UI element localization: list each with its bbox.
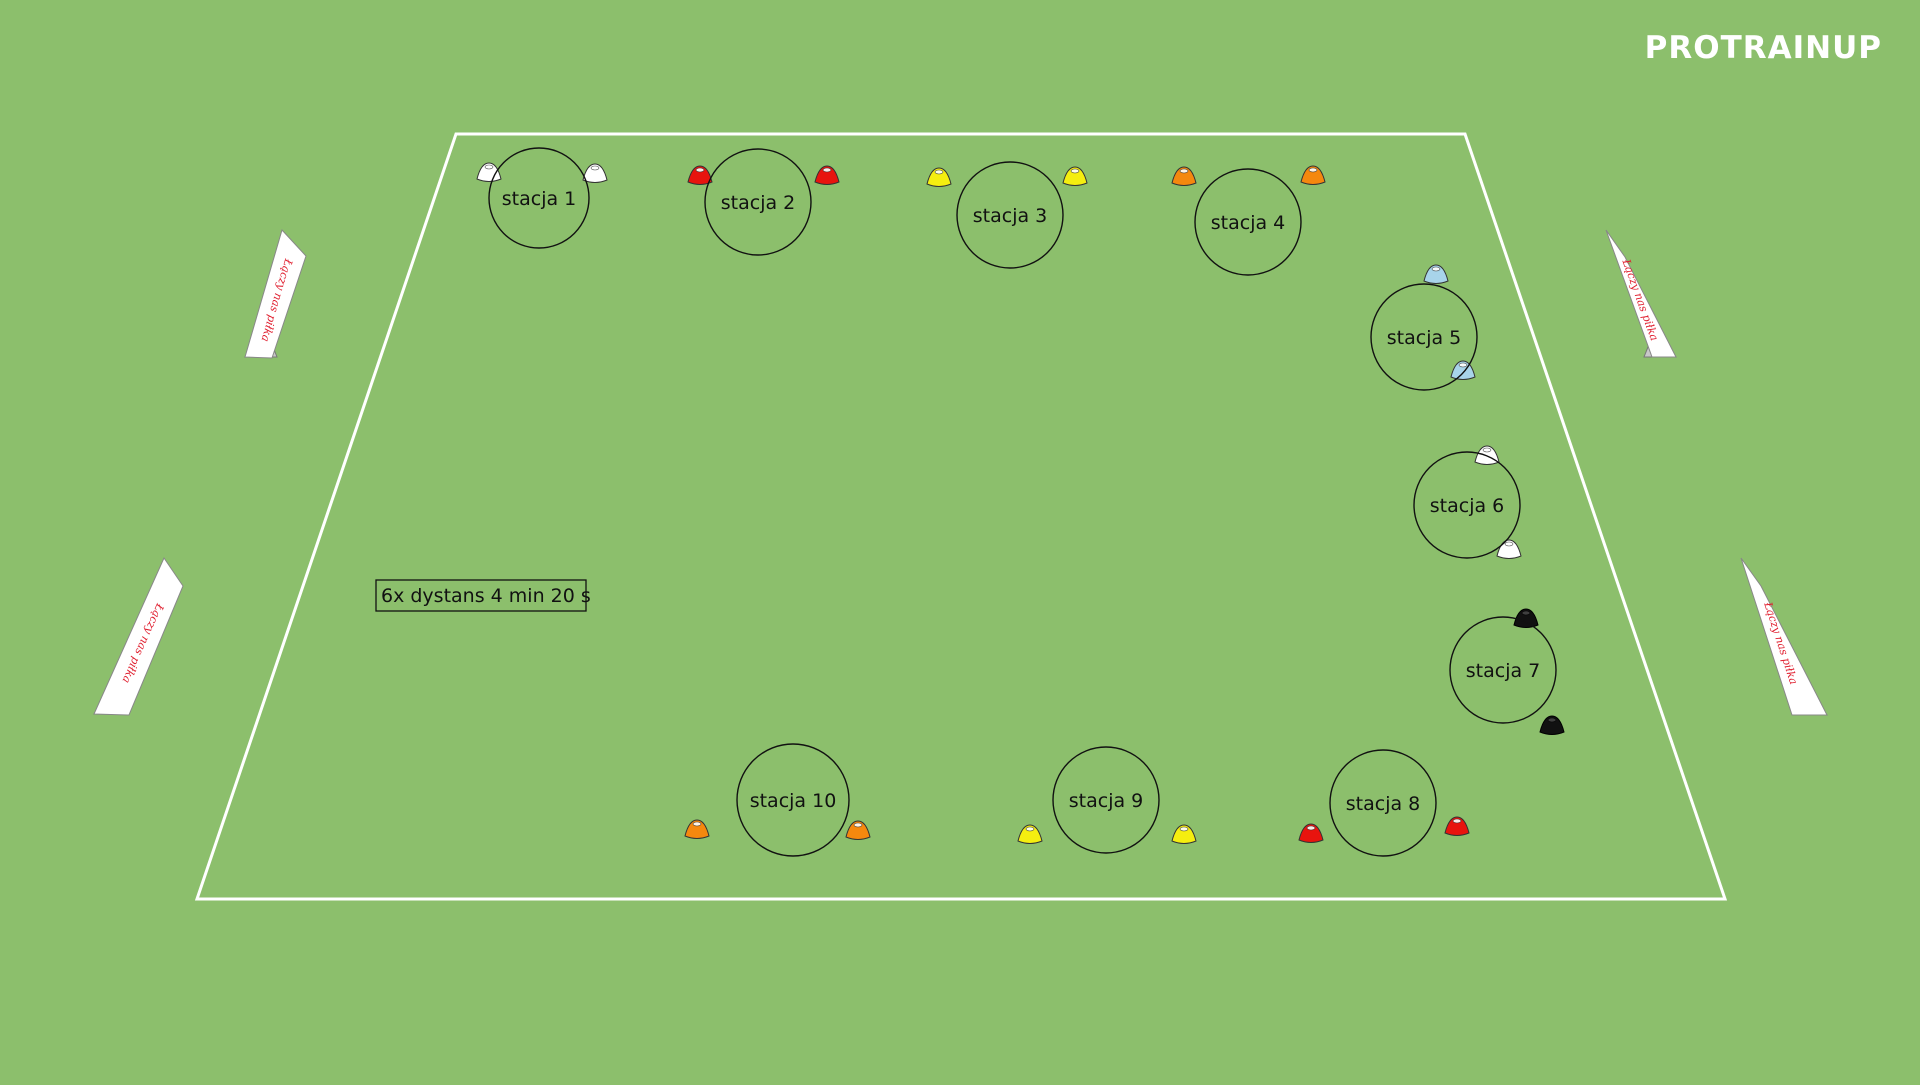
cone-icon — [1017, 824, 1043, 844]
cone-icon — [1298, 823, 1324, 843]
station-circle — [1413, 451, 1521, 559]
station-label: stacja 4 — [1211, 212, 1286, 234]
station-label: stacja 6 — [1430, 495, 1505, 517]
station-circle — [1449, 616, 1557, 724]
cone-icon — [814, 165, 840, 185]
station-label: stacja 10 — [750, 790, 837, 812]
station-circle — [1194, 168, 1302, 276]
station-3: stacja 3 — [956, 161, 1064, 269]
stations-layer: stacja 1 stacja 2 stacja 3 stacja 4 stacja 5… — [488, 147, 1557, 857]
cone-icon — [684, 819, 710, 839]
brand-logo: PROTRAINUP — [1644, 30, 1882, 66]
station-label: stacja 2 — [721, 192, 796, 214]
station-label: stacja 8 — [1346, 793, 1421, 815]
station-10: stacja 10 — [736, 743, 850, 857]
station-6: stacja 6 — [1413, 451, 1521, 559]
station-circle — [488, 147, 590, 249]
station-circle — [1370, 283, 1478, 391]
station-label: stacja 5 — [1387, 327, 1462, 349]
cone-icon — [1450, 360, 1476, 380]
banner-4: Łączy nas piłka — [1740, 557, 1828, 716]
cone-icon — [1062, 166, 1088, 186]
station-7: stacja 7 — [1449, 616, 1557, 724]
cone-icon — [1171, 166, 1197, 186]
banner-2: Łączy nas piłka — [93, 556, 184, 716]
station-1: stacja 1 — [488, 147, 590, 249]
cone-icon — [1300, 165, 1326, 185]
distance-note-text: 6x dystans 4 min 20 s — [381, 585, 591, 607]
station-8: stacja 8 — [1329, 749, 1437, 857]
station-9: stacja 9 — [1052, 746, 1160, 854]
cones-layer — [476, 162, 1565, 844]
cone-icon — [1539, 715, 1565, 735]
distance-note-box — [375, 579, 587, 612]
banner-3: Łączy nas piłka — [1605, 229, 1677, 358]
station-5: stacja 5 — [1370, 283, 1478, 391]
cone-icon — [1171, 824, 1197, 844]
pitch-boundary — [194, 132, 1728, 901]
cone-icon — [1444, 816, 1470, 836]
station-2: stacja 2 — [704, 148, 812, 256]
station-4: stacja 4 — [1194, 168, 1302, 276]
banner-1: Łączy nas piłka — [244, 229, 307, 359]
banner-text: Łączy nas piłka — [1619, 257, 1661, 343]
cone-icon — [687, 165, 713, 185]
station-circle — [956, 161, 1064, 269]
station-label: stacja 9 — [1069, 790, 1144, 812]
station-label: stacja 1 — [502, 188, 577, 210]
cone-icon — [1423, 264, 1449, 284]
distance-note: 6x dystans 4 min 20 s — [375, 579, 591, 612]
station-circle — [1052, 746, 1160, 854]
cone-icon — [1513, 608, 1539, 628]
cone-icon — [845, 820, 871, 840]
cone-icon — [582, 163, 608, 183]
station-label: stacja 7 — [1466, 660, 1541, 682]
station-label: stacja 3 — [973, 205, 1048, 227]
station-circle — [704, 148, 812, 256]
cone-icon — [476, 162, 502, 182]
cone-icon — [1496, 539, 1522, 559]
cone-icon — [926, 167, 952, 187]
station-circle — [1329, 749, 1437, 857]
station-circle — [736, 743, 850, 857]
